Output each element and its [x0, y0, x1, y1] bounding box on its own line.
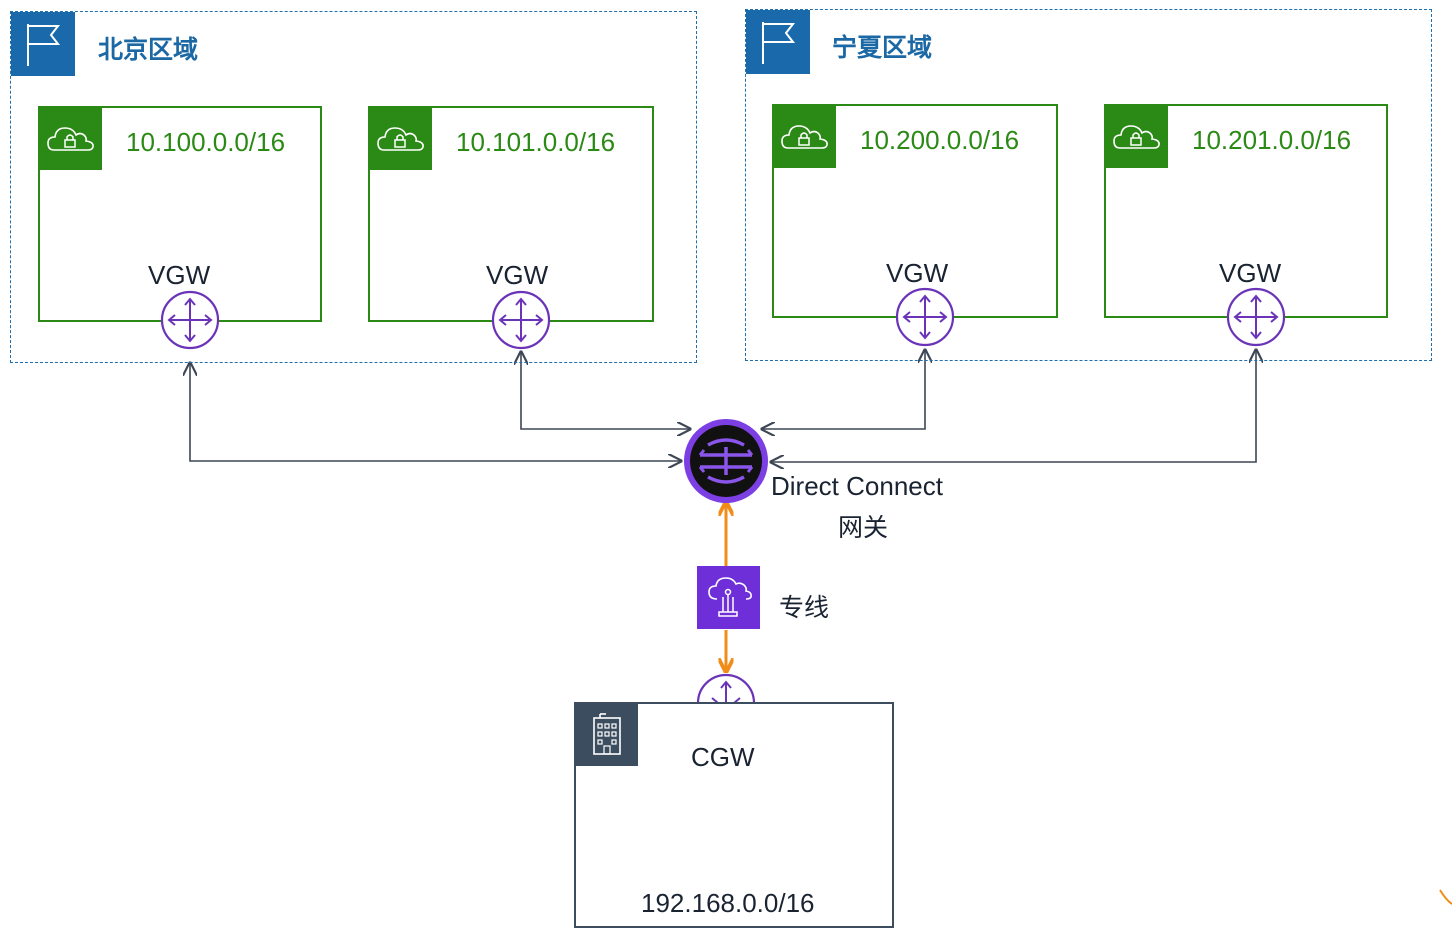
vpc-cidr: 10.200.0.0/16: [860, 125, 1020, 155]
region-flag-icon: [11, 12, 75, 76]
region-beijing: 北京区域: [10, 11, 697, 363]
link-vgw2-dxgw: [521, 352, 690, 429]
vgw-router-icon: [491, 290, 551, 350]
vgw-label: VGW: [886, 258, 949, 288]
vpc-cloud-lock-icon: [1106, 106, 1168, 168]
link-vgw1-dxgw: [190, 363, 681, 461]
direct-connect-icon: [697, 566, 760, 629]
vgw-label: VGW: [1219, 258, 1282, 288]
region-title: 宁夏区域: [832, 33, 933, 62]
vgw-label: VGW: [486, 260, 549, 290]
vpc-cidr: 10.100.0.0/16: [126, 127, 286, 157]
vgw-router-icon: [160, 290, 220, 350]
building-icon: [576, 704, 638, 766]
vpc-box: 10.100.0.0/16: [38, 106, 322, 322]
vgw-router-icon: [1226, 287, 1286, 347]
vpc-cloud-lock-icon: [370, 108, 432, 170]
vpc-box: 10.101.0.0/16: [368, 106, 654, 322]
dx-gateway-label-cn: 网关: [838, 513, 889, 542]
vgw-router-icon: [895, 287, 955, 347]
vpc-box: 10.201.0.0/16: [1104, 104, 1388, 318]
region-flag-icon: [746, 10, 810, 74]
region-ningxia: 宁夏区域: [745, 9, 1432, 361]
vpc-cidr: 10.201.0.0/16: [1192, 125, 1352, 155]
dedicated-line-label: 专线: [779, 593, 830, 622]
customer-cidr: 192.168.0.0/16: [641, 888, 815, 918]
dx-gateway-label: Direct Connect: [771, 471, 943, 501]
vpc-cloud-lock-icon: [40, 108, 102, 170]
direct-connect-gateway-icon: [684, 419, 768, 503]
link-vgw4-dxgw: [771, 350, 1256, 462]
region-title: 北京区域: [98, 35, 199, 64]
vpc-cloud-lock-icon: [774, 106, 836, 168]
corner-accent: [1439, 889, 1452, 905]
vpc-cidr: 10.101.0.0/16: [456, 127, 616, 157]
vgw-label: VGW: [148, 260, 211, 290]
customer-datacenter-box: CGW 192.168.0.0/16: [574, 702, 894, 928]
vpc-box: 10.200.0.0/16: [772, 104, 1058, 318]
cgw-label: CGW: [691, 742, 755, 772]
